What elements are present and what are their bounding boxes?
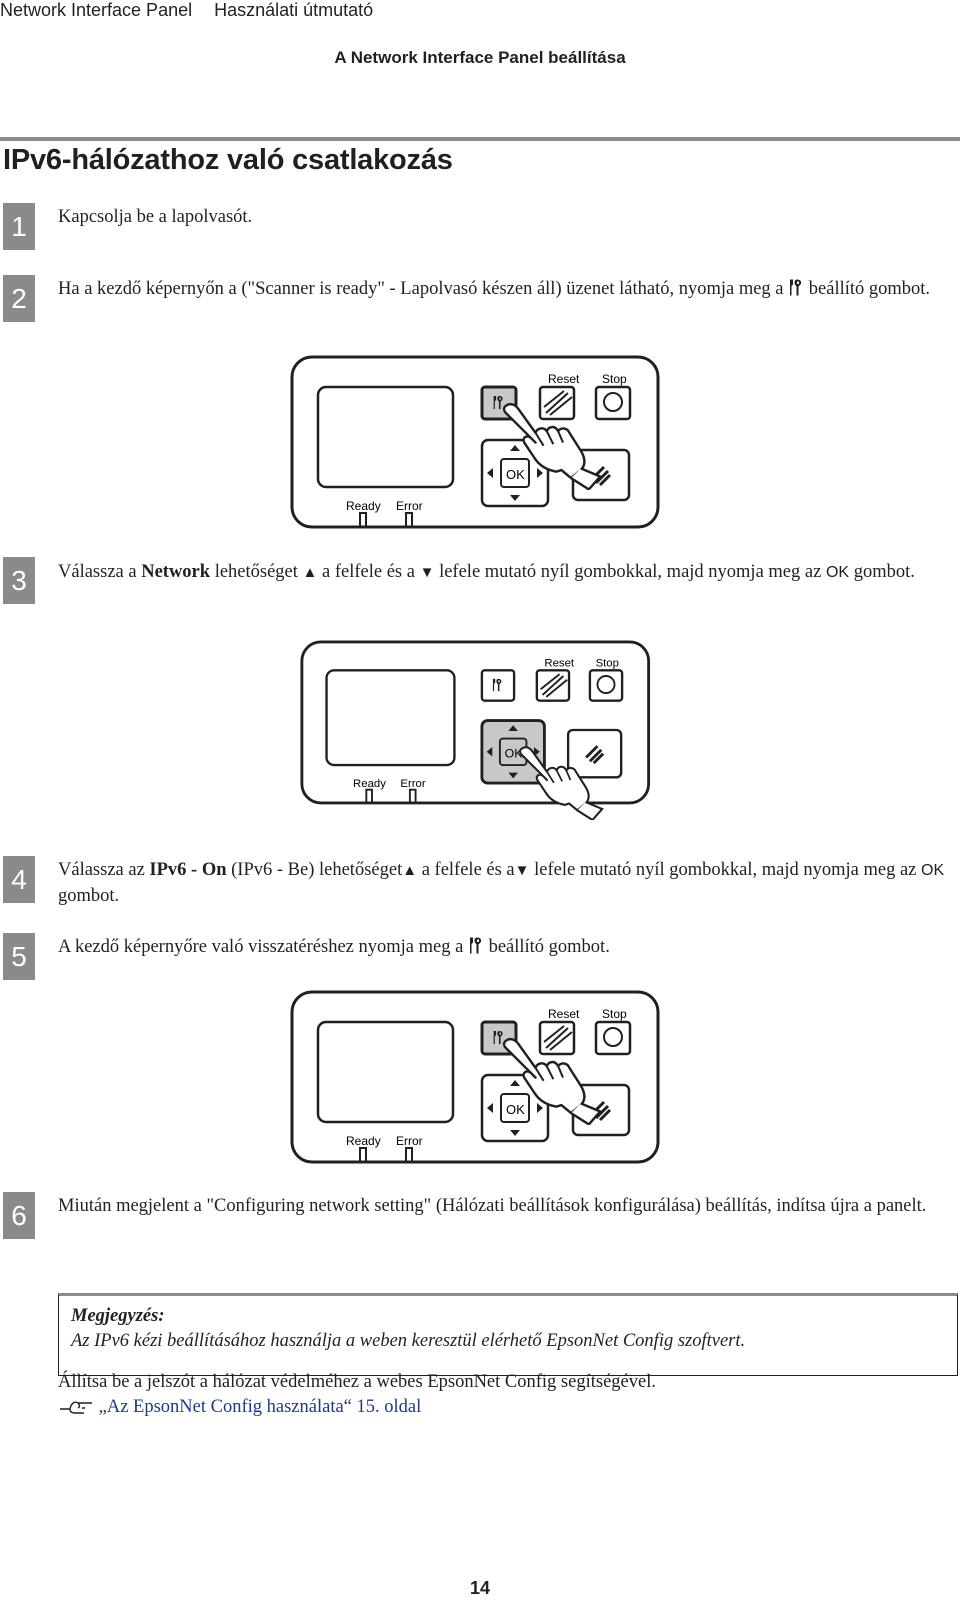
pointing-hand-icon <box>60 1401 92 1414</box>
ready-label: Ready <box>353 778 386 790</box>
ready-label: Ready <box>346 499 381 513</box>
step-1-text: Kapcsolja be a lapolvasót. <box>58 207 253 227</box>
start-icon <box>585 745 605 765</box>
step-number-3: 3 <box>3 557 35 604</box>
control-panel-illustration-1: Ready Error Reset Stop OK <box>290 355 660 529</box>
password-paragraph: Állítsa be a jelszót a hálózat védelméhe… <box>58 1372 656 1392</box>
stop-icon <box>603 392 623 412</box>
step-number-6: 6 <box>3 1192 35 1239</box>
step-number-5: 5 <box>3 933 35 980</box>
control-panel-illustration-3: Ready Error Reset Stop OK <box>290 990 660 1164</box>
stop-button <box>594 385 632 421</box>
ok-button <box>500 458 530 488</box>
step-3-text: Válassza a Network lehetőséget ▲ a felfe… <box>58 560 958 586</box>
step-4-text-d: lefele mutató nyíl gombokkal, majd nyomj… <box>534 860 917 880</box>
ready-led <box>359 512 367 528</box>
ok-label: OK <box>506 1102 525 1117</box>
stop-icon <box>603 1027 623 1047</box>
down-arrow-icon: ▼ <box>514 863 530 879</box>
ok-key-label: OK <box>825 564 850 581</box>
panel-lcd <box>325 669 456 767</box>
control-panel-illustration-2: Ready Error Reset Stop OK <box>300 640 651 820</box>
ready-led <box>359 1147 367 1163</box>
ok-label: OK <box>506 467 525 482</box>
step-number-2: 2 <box>3 275 35 322</box>
note-title: Megjegyzés: <box>71 1306 165 1326</box>
up-arrow-icon: ▲ <box>302 565 318 581</box>
stop-button <box>594 1020 632 1056</box>
running-header: Network Interface Panel Használati útmuta… <box>0 0 373 21</box>
note-body: Az IPv6 kézi beállításához használja a w… <box>71 1331 746 1351</box>
epsonnet-config-link[interactable]: „Az EpsonNet Config használata“ 15. olda… <box>98 1397 422 1417</box>
note-box: Megjegyzés: Az IPv6 kézi beállításához h… <box>58 1293 958 1376</box>
ok-label: OK <box>505 746 524 760</box>
error-label: Error <box>396 1134 423 1148</box>
stop-icon <box>596 675 616 694</box>
step-6-text: Miután megjelent a "Configuring network … <box>58 1196 927 1216</box>
step-number-4: 4 <box>3 856 35 903</box>
up-arrow-icon: ▲ <box>402 863 418 879</box>
ready-label: Ready <box>346 1134 381 1148</box>
panel-lcd <box>316 385 455 489</box>
reference-link-row: „Az EpsonNet Config használata“ 15. olda… <box>58 1395 958 1420</box>
doc-name: Network Interface Panel <box>0 0 193 20</box>
step-3-text-d: lefele mutató nyíl gombokkal, majd nyomj… <box>439 562 822 582</box>
step-3-text-c: a felfele és a <box>322 562 415 582</box>
step-4-text: Válassza az IPv6 - On (IPv6 - Be) lehető… <box>58 858 958 909</box>
title-rule <box>0 137 960 141</box>
stop-button <box>588 669 624 702</box>
panel-lcd <box>316 1020 455 1124</box>
error-led <box>405 512 413 528</box>
error-label: Error <box>400 778 425 790</box>
step-2-text: Ha a kezdő képernyőn a ("Scanner is read… <box>58 277 958 302</box>
step-3-bold: Network <box>141 562 211 582</box>
ready-led <box>365 788 373 804</box>
step-3-text-b: lehetőséget <box>214 562 298 582</box>
step-4-text-c: a felfele és a <box>421 860 515 880</box>
step-3-text-a: Válassza a <box>58 562 137 582</box>
step-2-text-a: Ha a kezdő képernyőn a ("Scanner is read… <box>58 279 784 299</box>
page-number: 14 <box>469 1578 491 1598</box>
step-number-1: 1 <box>3 203 35 250</box>
step-4-text-e: gombot. <box>58 886 120 906</box>
step-4-text-b: (IPv6 - Be) lehetőséget <box>231 860 403 880</box>
stop-label: Stop <box>602 372 627 386</box>
error-led <box>408 788 417 804</box>
reset-label: Reset <box>544 658 575 670</box>
step-4-bold: IPv6 - On <box>149 860 227 880</box>
setup-icon <box>468 936 484 955</box>
step-2-text-b: beállító gombot. <box>808 279 931 299</box>
stop-label: Stop <box>596 658 619 670</box>
step-3-text-e: gombot. <box>853 562 915 582</box>
reset-label: Reset <box>548 1007 580 1021</box>
down-arrow-icon: ▼ <box>419 565 435 581</box>
ok-button <box>500 1093 530 1123</box>
reset-label: Reset <box>548 372 580 386</box>
start-button <box>566 728 623 779</box>
stop-label: Stop <box>602 1007 627 1021</box>
guide-name: Használati útmutató <box>214 0 374 20</box>
error-led <box>405 1147 413 1163</box>
step-4-text-a: Válassza az <box>58 860 145 880</box>
error-label: Error <box>396 499 423 513</box>
page-title: IPv6-hálózathoz való csatlakozás <box>3 144 453 176</box>
step-5-text-b: beállító gombot. <box>488 937 610 957</box>
step-5-text: A kezdő képernyőre való visszatéréshez n… <box>58 935 958 960</box>
step-5-text-a: A kezdő képernyőre való visszatéréshez n… <box>58 937 464 957</box>
ok-key-label: OK <box>921 862 945 879</box>
setup-icon <box>788 278 804 297</box>
section-header: A Network Interface Panel beállítása <box>334 48 626 67</box>
